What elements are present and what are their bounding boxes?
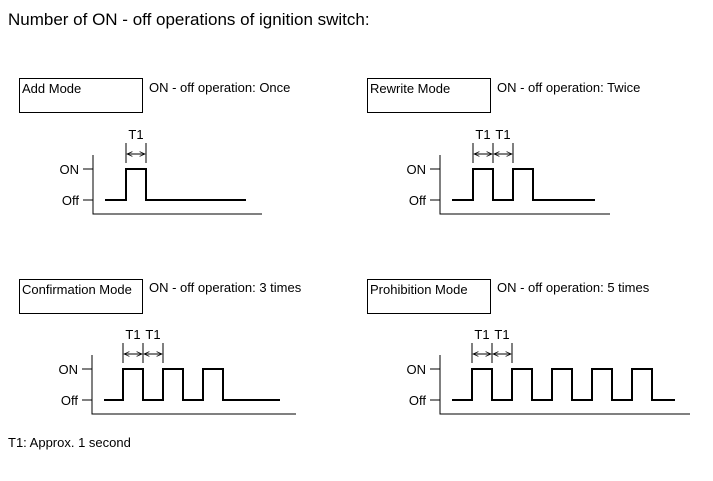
- rewrite-mode-operation: ON - off operation: Twice: [497, 80, 641, 95]
- confirmation-mode-box: Confirmation Mode: [19, 279, 143, 314]
- prohibition-mode-box: Prohibition Mode: [367, 279, 491, 314]
- prohibition-mode-axis: [439, 355, 690, 415]
- confirmation-mode-t1-label: T1: [145, 327, 160, 342]
- prohibition-mode-t1-label: T1: [474, 327, 489, 342]
- rewrite-mode-waveform: [452, 168, 595, 201]
- prohibition-mode-t1-label: T1: [494, 327, 509, 342]
- confirmation-mode-on-label: ON: [59, 362, 79, 377]
- add-mode-off-label: Off: [62, 193, 79, 208]
- prohibition-mode-off-label: Off: [409, 393, 426, 408]
- confirmation-mode-label: Confirmation Mode: [22, 282, 132, 297]
- rewrite-mode-on-label: ON: [407, 162, 427, 177]
- footnote: T1: Approx. 1 second: [8, 435, 131, 450]
- add-mode-on-label: ON: [60, 162, 80, 177]
- prohibition-mode-waveform: [452, 368, 675, 401]
- rewrite-mode-t1-label: T1: [475, 127, 490, 142]
- prohibition-mode-operation: ON - off operation: 5 times: [497, 280, 650, 295]
- confirmation-mode-axis: [91, 355, 296, 415]
- confirmation-mode-t1-label: T1: [125, 327, 140, 342]
- rewrite-mode-label: Rewrite Mode: [370, 81, 451, 96]
- prohibition-mode-label: Prohibition Mode: [370, 282, 468, 297]
- add-mode-box: Add Mode: [19, 78, 143, 113]
- rewrite-mode-axis: [439, 155, 610, 215]
- add-mode-waveform: [105, 168, 246, 201]
- confirmation-mode-off-label: Off: [61, 393, 78, 408]
- add-mode-axis: [92, 155, 262, 215]
- rewrite-mode-off-label: Off: [409, 193, 426, 208]
- add-mode-label: Add Mode: [22, 81, 82, 96]
- confirmation-mode-operation: ON - off operation: 3 times: [149, 280, 302, 295]
- rewrite-mode-box: Rewrite Mode: [367, 78, 491, 113]
- add-mode-operation: ON - off operation: Once: [149, 80, 291, 95]
- add-mode-t1-label: T1: [128, 127, 143, 142]
- confirmation-mode-waveform: [104, 368, 280, 401]
- prohibition-mode-on-label: ON: [407, 362, 427, 377]
- page-title: Number of ON - off operations of ignitio…: [8, 10, 370, 29]
- rewrite-mode-t1-label: T1: [495, 127, 510, 142]
